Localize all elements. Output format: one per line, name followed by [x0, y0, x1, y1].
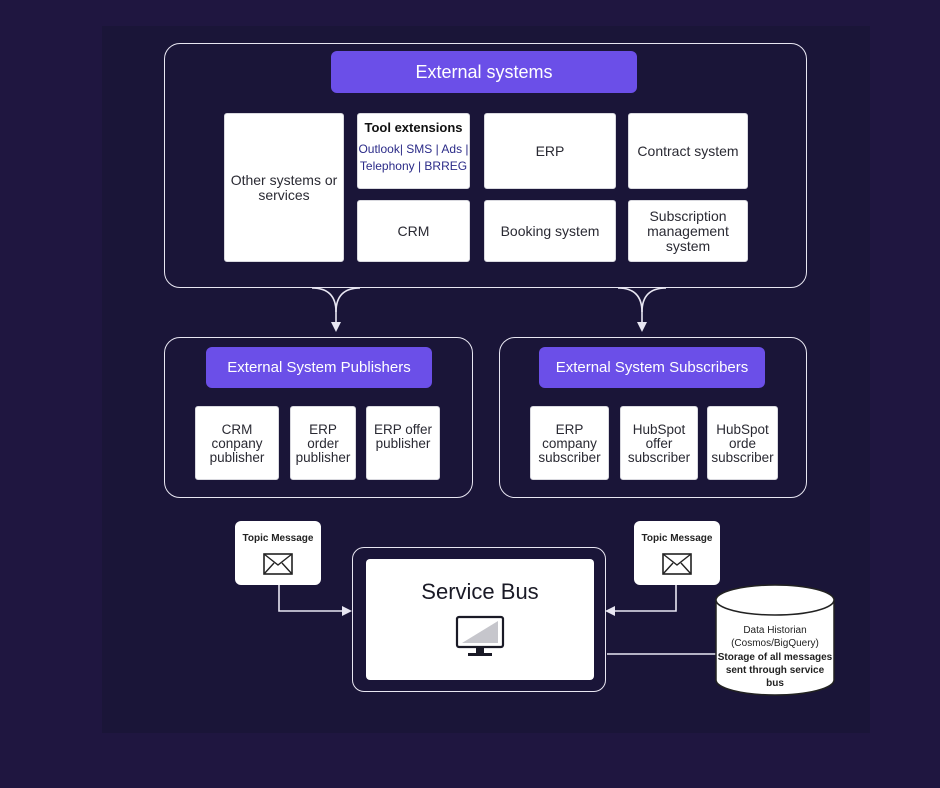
- database-cylinder-icon: [715, 584, 835, 696]
- data-historian-subtitle: (Cosmos/BigQuery): [731, 638, 819, 649]
- service-bus-title: Service Bus: [421, 579, 539, 604]
- arrow-to-publishers: [311, 287, 341, 332]
- envelope-icon: [662, 553, 692, 575]
- subscription-system-box: Subscription management system: [628, 200, 748, 262]
- subscriber-hubspot-offer-box: HubSpot offer subscriber: [620, 406, 698, 480]
- booking-system-box: Booking system: [484, 200, 616, 262]
- crm-box: CRM: [357, 200, 470, 262]
- subscribers-frame: [499, 337, 807, 498]
- subscribers-header: External System Subscribers: [539, 347, 765, 388]
- tool-extensions-box: Tool extensions Outlook| SMS | Ads | Tel…: [357, 113, 470, 189]
- external-systems-title: External systems: [415, 61, 553, 82]
- data-historian-description: Storage of all messages sent through ser…: [717, 652, 833, 689]
- publishers-header: External System Publishers: [206, 347, 432, 388]
- subscriber-hubspot-order-box: HubSpot orde subscriber: [707, 406, 778, 480]
- external-systems-header: External systems: [331, 51, 637, 93]
- data-historian-title: Data Historian: [743, 625, 807, 636]
- topic-message-right: Topic Message: [634, 521, 720, 585]
- publishers-title: External System Publishers: [227, 359, 411, 376]
- erp-box: ERP: [484, 113, 616, 189]
- monitor-icon: [455, 615, 505, 656]
- arrow-right-topic-to-bus: [605, 585, 677, 616]
- arrow-left-topic-to-bus: [278, 585, 352, 616]
- arrow-to-subscribers: [617, 287, 647, 332]
- external-systems-frame: [164, 43, 807, 288]
- publishers-frame: [164, 337, 473, 498]
- publisher-crm-box: CRM conpany publisher: [195, 406, 279, 480]
- service-bus-frame: [352, 547, 606, 692]
- tool-extensions-list: Outlook| SMS | Ads | Telephony | BRREG: [358, 142, 469, 173]
- contract-system-box: Contract system: [628, 113, 748, 189]
- tool-extensions-title: Tool extensions: [364, 120, 463, 135]
- topic-message-left-label: Topic Message: [242, 533, 314, 544]
- envelope-icon: [263, 553, 293, 575]
- service-bus-box: Service Bus: [366, 559, 594, 680]
- other-systems-box: Other systems or services: [224, 113, 344, 262]
- publisher-erp-order-box: ERP order publisher: [290, 406, 356, 480]
- topic-message-right-label: Topic Message: [641, 533, 713, 544]
- topic-message-left: Topic Message: [235, 521, 321, 585]
- subscribers-title: External System Subscribers: [555, 359, 749, 376]
- subscriber-erp-company-box: ERP company subscriber: [530, 406, 609, 480]
- data-historian-text: Data Historian (Cosmos/BigQuery) Storage…: [716, 624, 834, 690]
- publisher-erp-offer-box: ERP offer publisher: [366, 406, 440, 480]
